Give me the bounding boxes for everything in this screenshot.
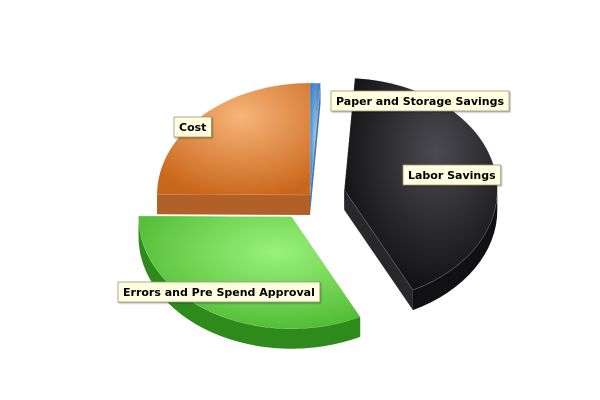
slice-side-errors-and-pre-spend-approval <box>138 216 361 349</box>
slice-paper-and-storage-savings[interactable] <box>309 82 321 196</box>
slice-wall-paper-and-storage-savings <box>310 83 321 216</box>
slice-label-labor-savings: Labor Savings <box>402 164 502 186</box>
slice-label-box <box>117 281 321 303</box>
slice-label-text: Errors and Pre Spend Approval <box>123 286 315 299</box>
slice-label-box <box>330 90 510 112</box>
slice-wall-labor-savings <box>344 189 413 311</box>
slice-label-errors-and-pre-spend-approval: Errors and Pre Spend Approval <box>117 281 321 303</box>
slice-label-text: Labor Savings <box>408 169 496 182</box>
slice-label-box <box>402 164 502 186</box>
slice-wall-cost <box>157 194 310 215</box>
slice-label-paper-and-storage-savings: Paper and Storage Savings <box>330 90 510 112</box>
slice-side-labor-savings <box>412 189 498 311</box>
slice-label-text: Cost <box>179 121 206 134</box>
slice-label-text: Paper and Storage Savings <box>336 95 504 108</box>
slice-label-cost: Cost <box>173 116 212 138</box>
slice-label-box <box>173 116 212 138</box>
slice-cost[interactable] <box>156 82 311 196</box>
slice-errors-and-pre-spend-approval[interactable] <box>138 215 361 330</box>
